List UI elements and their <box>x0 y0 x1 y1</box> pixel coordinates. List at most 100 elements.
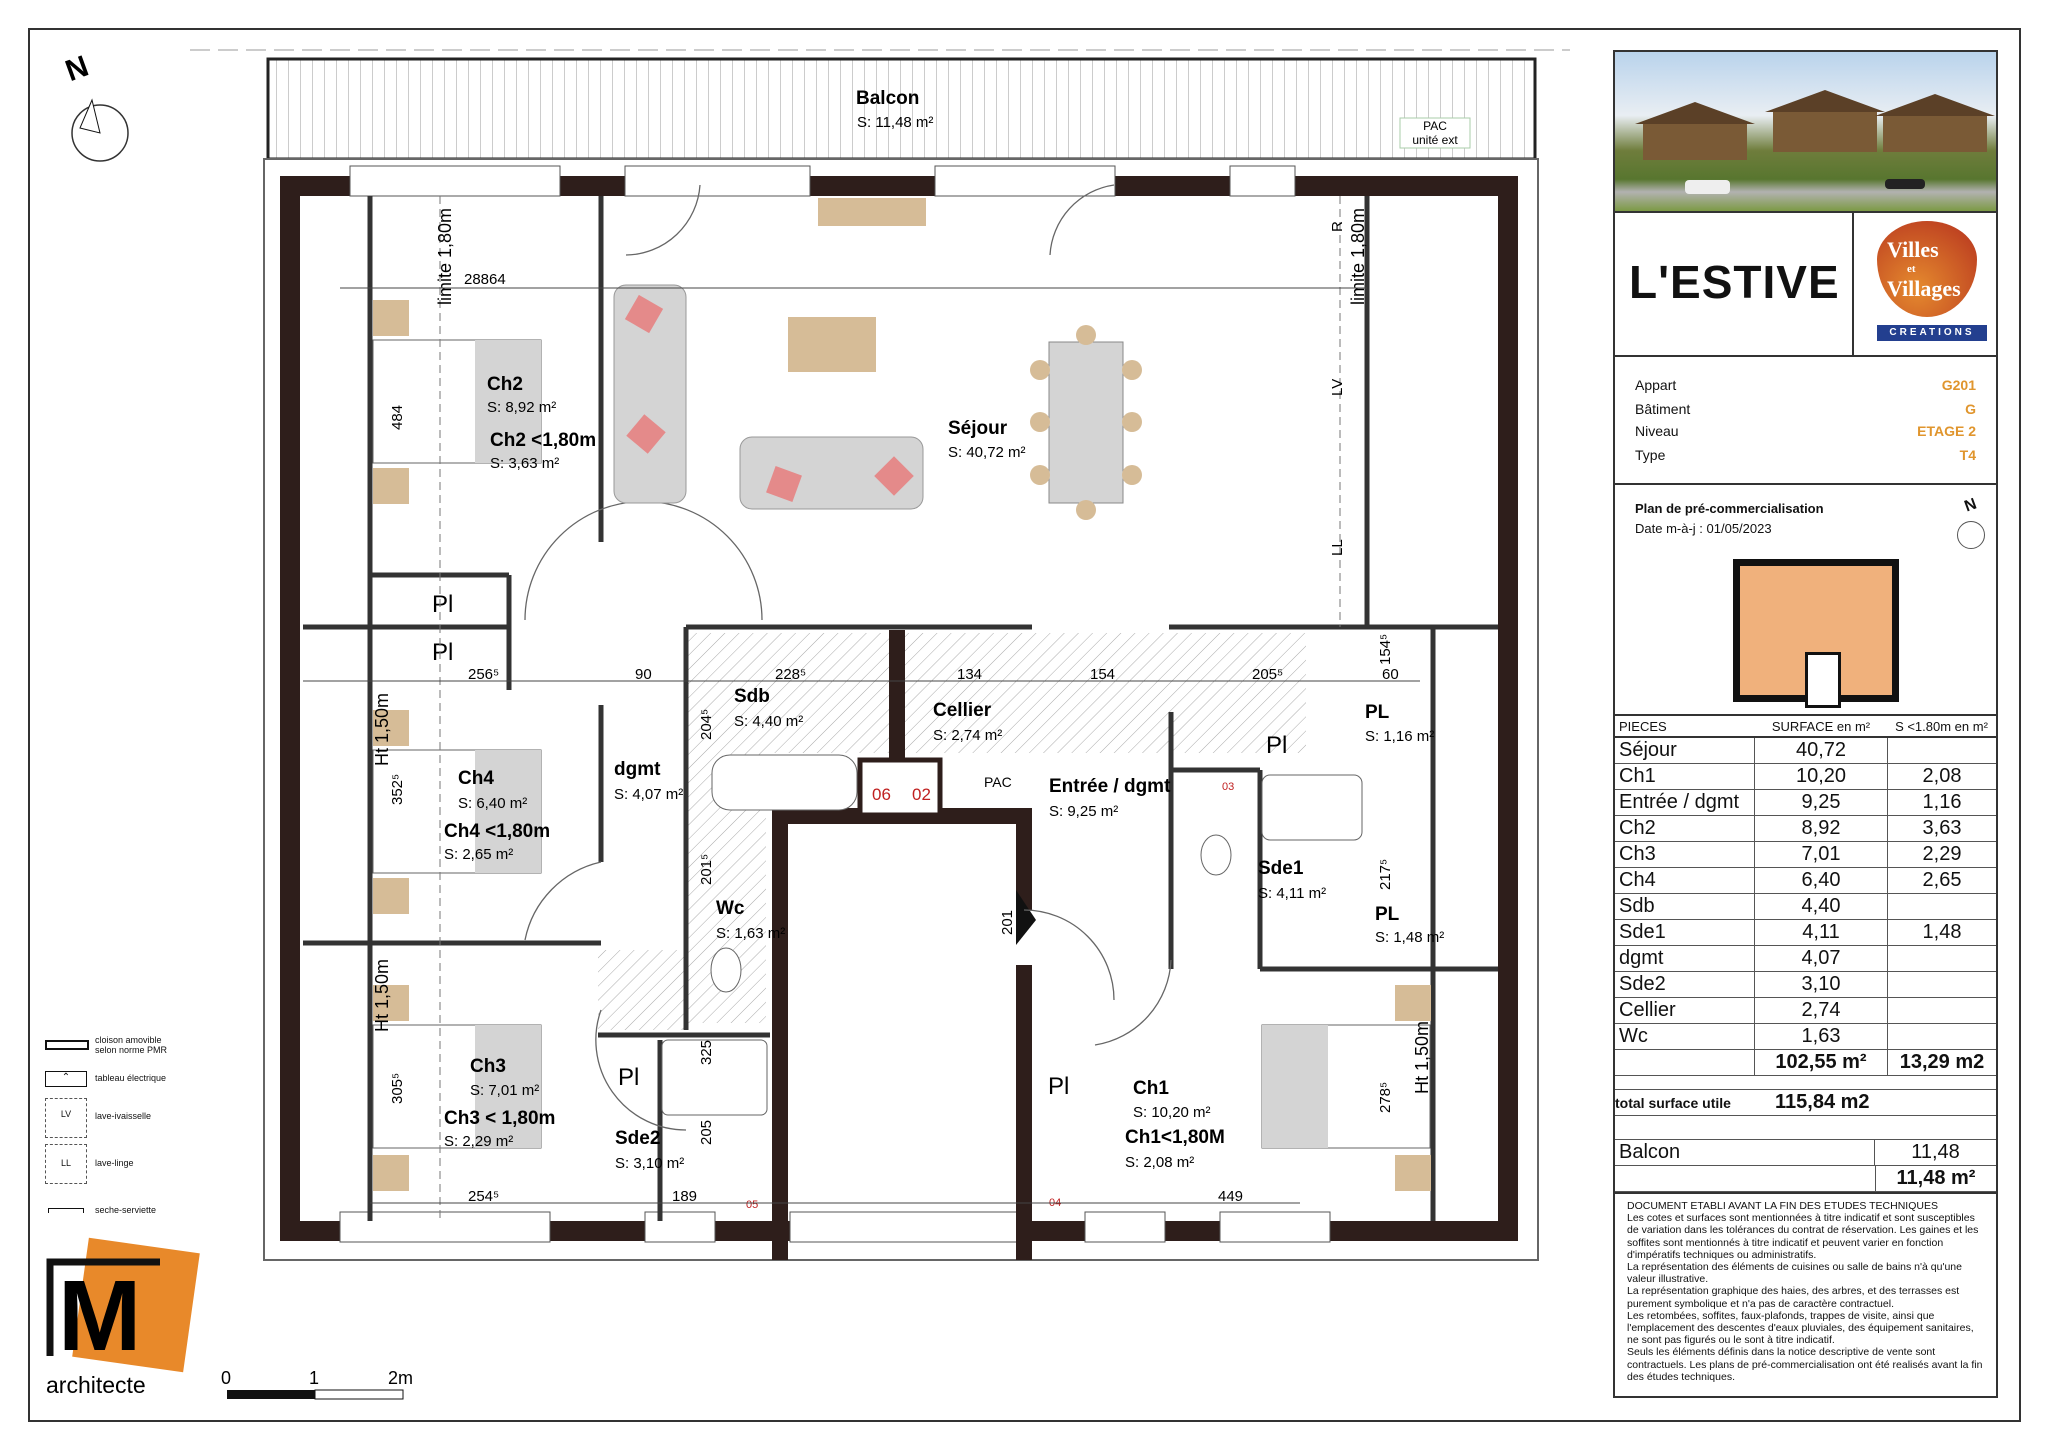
toilet <box>710 947 742 993</box>
surface-cell: 8,92 <box>1755 816 1888 841</box>
svg-text:LL: LL <box>1329 539 1346 556</box>
towel-dryer-icon <box>48 1208 84 1213</box>
placard-labels: Pl Pl Pl Pl Pl <box>432 591 1287 1100</box>
low-surface-cell: 2,65 <box>1922 869 1962 891</box>
room-name-cell: Entrée / dgmt <box>1615 790 1755 815</box>
room-name-cell: Sde1 <box>1615 920 1755 945</box>
svg-text:Ht 1,50m: Ht 1,50m <box>372 693 392 766</box>
room-area: S: 7,01 m² <box>470 1082 539 1099</box>
svg-text:06: 06 <box>872 785 891 804</box>
room-area: S: 2,74 m² <box>933 727 1002 744</box>
disclaimer-notes: DOCUMENT ETABLI AVANT LA FIN DES ETUDES … <box>1615 1192 1996 1396</box>
room-name: Séjour <box>948 418 1008 439</box>
svg-text:254⁵: 254⁵ <box>468 1188 499 1205</box>
room-low-area: S: 2,08 m² <box>1125 1154 1194 1171</box>
svg-text:154: 154 <box>1090 666 1115 683</box>
svg-text:278⁵: 278⁵ <box>1377 1082 1394 1113</box>
location-key-plan: Plan de pré-commercialisation Date m-à-j… <box>1615 483 1996 714</box>
room-name: Entrée / dgmt <box>1049 776 1171 797</box>
svg-text:205⁵: 205⁵ <box>1252 666 1283 683</box>
room-area: S: 10,20 m² <box>1133 1104 1211 1121</box>
svg-text:201⁵: 201⁵ <box>698 854 715 885</box>
room-name-cell: Wc <box>1615 1024 1755 1049</box>
room-area: S: 1,63 m² <box>716 925 785 942</box>
surface-cell: 4,11 <box>1755 920 1888 945</box>
room-name-cell: Ch1 <box>1615 764 1755 789</box>
legend-code: LL <box>45 1144 87 1184</box>
project-render-image <box>1615 52 1996 213</box>
svg-text:484: 484 <box>389 405 406 430</box>
svg-text:R: R <box>1329 221 1346 232</box>
room-low-name: Ch4 <1,80m <box>444 821 550 842</box>
north-arrow-icon: N <box>61 50 129 166</box>
svg-text:256⁵: 256⁵ <box>468 666 499 683</box>
room-name-cell: Ch2 <box>1615 816 1755 841</box>
low-surface-cell <box>1888 1024 1996 1049</box>
svg-text:N: N <box>61 50 93 88</box>
entrance-arrow-icon <box>1016 890 1036 945</box>
room-name: Ch3 <box>470 1056 506 1077</box>
low-surface-cell: 2,08 <box>1922 765 1962 787</box>
page-frame <box>28 28 2021 1422</box>
room-name: Ch1 <box>1133 1078 1169 1099</box>
low-surface-cell <box>1888 972 1996 997</box>
total-useful-surface: 115,84 m2 <box>1775 1091 1870 1113</box>
svg-text:217⁵: 217⁵ <box>1377 859 1394 890</box>
svg-text:Pl: Pl <box>432 639 453 666</box>
surface-cell: 6,40 <box>1755 868 1888 893</box>
low-surface-cell <box>1888 894 1996 919</box>
room-area: S: 9,25 m² <box>1049 803 1118 820</box>
room-area: S: 3,10 m² <box>615 1155 684 1172</box>
partitions <box>303 196 1498 1221</box>
surface-cell: 9,25 <box>1755 790 1888 815</box>
svg-text:02: 02 <box>912 785 931 804</box>
architect-logo: M architecte <box>46 1237 200 1398</box>
compass-icon <box>1957 521 1985 549</box>
dining-table <box>1048 341 1124 504</box>
room-low-name: Ch2 <1,80m <box>490 430 596 451</box>
svg-text:M: M <box>58 1260 141 1372</box>
surface-cell: 7,01 <box>1755 842 1888 867</box>
door-swings <box>524 184 1172 1131</box>
room-name: dgmt <box>614 759 661 780</box>
svg-text:90: 90 <box>635 666 652 683</box>
room-name: Wc <box>716 898 745 919</box>
svg-text:134: 134 <box>957 666 982 683</box>
room-area: S: 4,40 m² <box>734 713 803 730</box>
room-name: Sdb <box>734 686 770 707</box>
svg-text:Pl: Pl <box>432 591 453 618</box>
total-surface: 102,55 m² <box>1755 1050 1888 1075</box>
total-low-surface: 13,29 m2 <box>1899 1051 1985 1073</box>
svg-text:limite 1,80m: limite 1,80m <box>1348 208 1368 305</box>
room-name-cell: Ch3 <box>1615 842 1755 867</box>
surface-cell: 4,40 <box>1755 894 1888 919</box>
developer-logo: Villes et Villages CREATIONS <box>1865 217 1990 347</box>
scale-bar: 0 1 2m <box>221 1368 413 1400</box>
room-name-cell: Ch4 <box>1615 868 1755 893</box>
svg-text:1: 1 <box>309 1368 319 1388</box>
low-surface-cell: 3,63 <box>1922 817 1962 839</box>
pac-ext-sub: unité ext <box>1412 133 1458 147</box>
svg-text:2m: 2m <box>388 1368 413 1388</box>
svg-text:0: 0 <box>221 1368 231 1388</box>
room-area: S: 40,72 m² <box>948 444 1026 461</box>
room-low-area: S: 2,29 m² <box>444 1133 513 1150</box>
svg-text:205: 205 <box>698 1120 715 1145</box>
room-low-name: Ch1<1,80M <box>1125 1127 1225 1148</box>
title-block: L'ESTIVE Villes et Villages CREATIONS Ap… <box>1613 50 1998 1398</box>
legend-code: LV <box>45 1098 87 1138</box>
surface-cell: 2,74 <box>1755 998 1888 1023</box>
room-name: PL <box>1365 702 1390 723</box>
corridor-hatch <box>686 633 1306 753</box>
room-name: PL <box>1375 904 1400 925</box>
low-surface-cell <box>1888 738 1996 763</box>
legend-item: lave-linge <box>95 1158 134 1168</box>
room-area: S: 4,11 m² <box>1258 885 1326 902</box>
